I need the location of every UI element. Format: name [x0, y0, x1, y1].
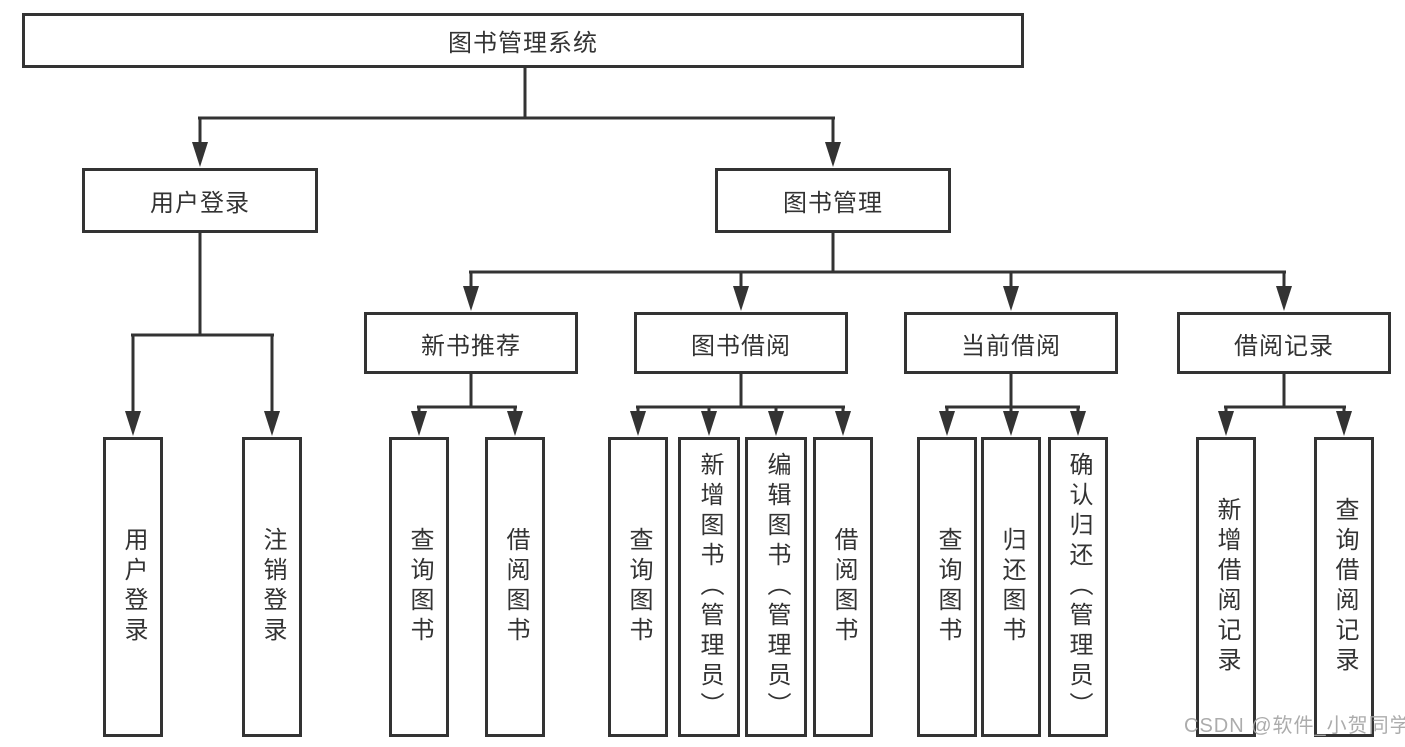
- node-leaf-current-confirm-label: 确认归还（管理员）: [1065, 452, 1092, 722]
- arrowhead-icon: [768, 411, 784, 436]
- arrowhead-icon: [411, 411, 427, 436]
- arrowhead-icon: [733, 286, 749, 311]
- node-leaf-records-query-label: 查询借阅记录: [1331, 497, 1358, 677]
- node-leaf-current-query-label: 查询图书: [934, 527, 961, 647]
- node-leaf-records-add: 新增借阅记录: [1196, 437, 1256, 737]
- node-leaf-newbooks-borrow: 借阅图书: [485, 437, 545, 737]
- node-leaf-newbooks-query: 查询图书: [389, 437, 449, 737]
- node-leaf-user-login: 用户登录: [103, 437, 163, 737]
- node-leaf-borrow-edit: 编辑图书（管理员）: [745, 437, 807, 737]
- node-borrow-records-label: 借阅记录: [1234, 332, 1334, 360]
- node-leaf-borrow-query-label: 查询图书: [625, 527, 652, 647]
- node-leaf-logout: 注销登录: [242, 437, 302, 737]
- node-leaf-current-return: 归还图书: [981, 437, 1041, 737]
- arrowhead-icon: [507, 411, 523, 436]
- arrowhead-icon: [463, 286, 479, 311]
- node-leaf-borrow-borrow-label: 借阅图书: [830, 527, 857, 647]
- arrowhead-icon: [1003, 286, 1019, 311]
- arrowhead-icon: [264, 411, 280, 436]
- arrowhead-icon: [125, 411, 141, 436]
- node-current-borrow-label: 当前借阅: [961, 332, 1061, 360]
- node-leaf-newbooks-query-label: 查询图书: [406, 527, 433, 647]
- node-leaf-borrow-edit-label: 编辑图书（管理员）: [763, 452, 790, 722]
- node-current-borrow: 当前借阅: [904, 312, 1118, 374]
- arrowhead-icon: [630, 411, 646, 436]
- node-new-books-label: 新书推荐: [421, 332, 521, 360]
- arrowhead-icon: [701, 411, 717, 436]
- arrowhead-icon: [1276, 286, 1292, 311]
- node-leaf-logout-label: 注销登录: [259, 527, 286, 647]
- node-book-borrow-label: 图书借阅: [691, 332, 791, 360]
- node-root-label: 图书管理系统: [448, 30, 598, 57]
- node-leaf-borrow-add: 新增图书（管理员）: [678, 437, 740, 737]
- node-leaf-newbooks-borrow-label: 借阅图书: [502, 527, 529, 647]
- arrowhead-icon: [835, 411, 851, 436]
- node-new-books: 新书推荐: [364, 312, 578, 374]
- node-leaf-borrow-query: 查询图书: [608, 437, 668, 737]
- node-leaf-borrow-borrow: 借阅图书: [813, 437, 873, 737]
- node-leaf-current-return-label: 归还图书: [998, 527, 1025, 647]
- arrowhead-icon: [192, 142, 208, 167]
- node-leaf-current-query: 查询图书: [917, 437, 977, 737]
- node-book-mgmt: 图书管理: [715, 168, 951, 233]
- arrowhead-icon: [1336, 411, 1352, 436]
- node-leaf-borrow-add-label: 新增图书（管理员）: [696, 452, 723, 722]
- node-leaf-current-confirm: 确认归还（管理员）: [1048, 437, 1108, 737]
- arrowhead-icon: [825, 142, 841, 167]
- node-root: 图书管理系统: [22, 13, 1024, 68]
- arrowhead-icon: [1003, 411, 1019, 436]
- node-book-mgmt-label: 图书管理: [783, 190, 883, 217]
- arrowhead-icon: [939, 411, 955, 436]
- watermark: CSDN @软件_小贺同学: [1184, 715, 1405, 737]
- node-leaf-user-login-label: 用户登录: [120, 527, 147, 647]
- node-book-borrow: 图书借阅: [634, 312, 848, 374]
- node-borrow-records: 借阅记录: [1177, 312, 1391, 374]
- node-leaf-records-add-label: 新增借阅记录: [1213, 497, 1240, 677]
- node-leaf-records-query: 查询借阅记录: [1314, 437, 1374, 737]
- node-user-login: 用户登录: [82, 168, 318, 233]
- node-user-login-label: 用户登录: [150, 190, 250, 217]
- arrowhead-icon: [1070, 411, 1086, 436]
- arrowhead-icon: [1218, 411, 1234, 436]
